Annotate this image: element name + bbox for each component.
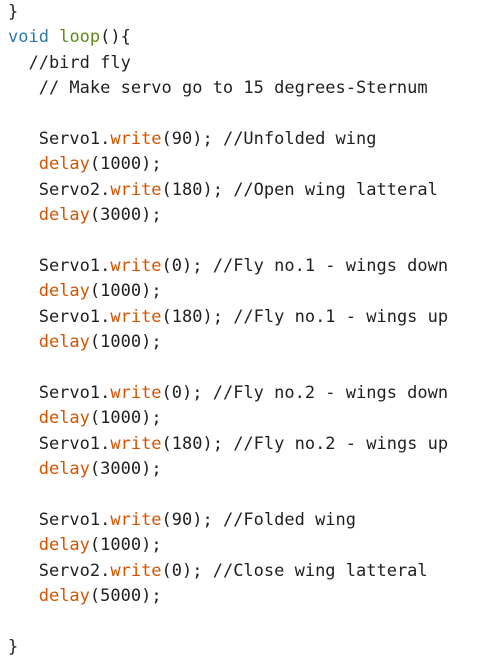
- code-token-fn: write: [110, 306, 162, 327]
- code-line: Servo1.write(0); //Fly no.2 - wings down: [8, 381, 496, 406]
- code-token-fn: write: [110, 128, 162, 149]
- code-text: Servo2.: [8, 179, 111, 200]
- code-token-fn: write: [110, 179, 162, 200]
- code-text: (){: [100, 27, 131, 48]
- code-text: }: [8, 2, 19, 22]
- code-text: (1000);: [89, 154, 162, 175]
- code-token-fn: delay: [38, 154, 90, 175]
- code-token-fn: delay: [38, 205, 90, 226]
- code-token-fn: delay: [38, 459, 90, 480]
- code-text: [8, 459, 39, 479]
- code-line: delay(1000);: [8, 152, 496, 177]
- code-token-kw: void: [8, 27, 49, 48]
- code-text: (90); //Folded wing: [161, 509, 357, 530]
- code-line: delay(3000);: [8, 203, 496, 228]
- code-line: void loop(){: [8, 25, 496, 50]
- code-text: Servo1.: [8, 433, 111, 454]
- code-text: Servo2.: [8, 560, 111, 581]
- code-text: [8, 205, 39, 225]
- code-text: (180); //Fly no.2 - wings up: [161, 433, 449, 454]
- code-line: }: [8, 0, 496, 25]
- code-text: [8, 408, 39, 428]
- code-line: [8, 609, 496, 634]
- code-text: Servo1.: [8, 509, 111, 530]
- code-line: Servo1.write(90); //Folded wing: [8, 508, 496, 533]
- code-token-fn: delay: [38, 332, 90, 353]
- code-line: // Make servo go to 15 degrees-Sternum: [8, 76, 496, 101]
- code-text: (90); //Unfolded wing: [161, 128, 377, 149]
- code-text: (0); //Fly no.1 - wings down: [161, 255, 449, 276]
- code-line: }: [8, 635, 496, 660]
- code-text: //bird fly: [8, 52, 131, 73]
- code-line: [8, 355, 496, 380]
- code-text: [8, 535, 39, 555]
- code-line: delay(1000);: [8, 279, 496, 304]
- code-token-fn: write: [110, 509, 162, 530]
- code-line: [8, 229, 496, 254]
- code-text: (3000);: [89, 205, 162, 226]
- code-line: delay(5000);: [8, 584, 496, 609]
- code-line: Servo2.write(0); //Close wing latteral: [8, 559, 496, 584]
- code-text: Servo1.: [8, 128, 111, 149]
- code-line: [8, 482, 496, 507]
- code-line: Servo1.write(0); //Fly no.1 - wings down: [8, 254, 496, 279]
- code-token-fn: delay: [38, 408, 90, 429]
- code-text: (3000);: [89, 459, 162, 480]
- code-text: (1000);: [89, 408, 162, 429]
- code-editor: } void loop(){ //bird fly // Make servo g…: [8, 0, 496, 660]
- code-line: Servo1.write(180); //Fly no.2 - wings up: [8, 432, 496, 457]
- code-line: delay(3000);: [8, 457, 496, 482]
- code-token-fn: delay: [38, 585, 90, 606]
- code-text: [8, 154, 39, 174]
- code-line: [8, 102, 496, 127]
- code-text: (1000);: [89, 535, 162, 556]
- code-text: // Make servo go to 15 degrees-Sternum: [8, 78, 428, 99]
- code-text: (5000);: [89, 585, 162, 606]
- code-text: Servo1.: [8, 382, 111, 403]
- code-line: //bird fly: [8, 51, 496, 76]
- code-text: [8, 281, 39, 301]
- code-text: [8, 586, 39, 606]
- code-text: (1000);: [89, 332, 162, 353]
- code-token-fn: write: [110, 255, 162, 276]
- code-line: Servo1.write(180); //Fly no.1 - wings up: [8, 305, 496, 330]
- code-text: (180); //Fly no.1 - wings up: [161, 306, 449, 327]
- code-line: delay(1000);: [8, 533, 496, 558]
- code-token-fn: write: [110, 433, 162, 454]
- code-text: (0); //Close wing latteral: [161, 560, 428, 581]
- code-text: (0); //Fly no.2 - wings down: [161, 382, 449, 403]
- code-token-fn: delay: [38, 535, 90, 556]
- code-line: delay(1000);: [8, 330, 496, 355]
- code-text: [8, 332, 39, 352]
- code-token-fn: delay: [38, 281, 90, 302]
- code-token-fnname: loop: [59, 27, 101, 48]
- code-text: [49, 27, 59, 47]
- code-line: Servo1.write(90); //Unfolded wing: [8, 127, 496, 152]
- code-text: Servo1.: [8, 306, 111, 327]
- code-token-fn: write: [110, 382, 162, 403]
- code-token-fn: write: [110, 560, 162, 581]
- code-line: delay(1000);: [8, 406, 496, 431]
- code-line: Servo2.write(180); //Open wing latteral: [8, 178, 496, 203]
- code-text: }: [8, 636, 19, 657]
- code-text: (180); //Open wing latteral: [161, 179, 438, 200]
- code-text: Servo1.: [8, 255, 111, 276]
- code-text: (1000);: [89, 281, 162, 302]
